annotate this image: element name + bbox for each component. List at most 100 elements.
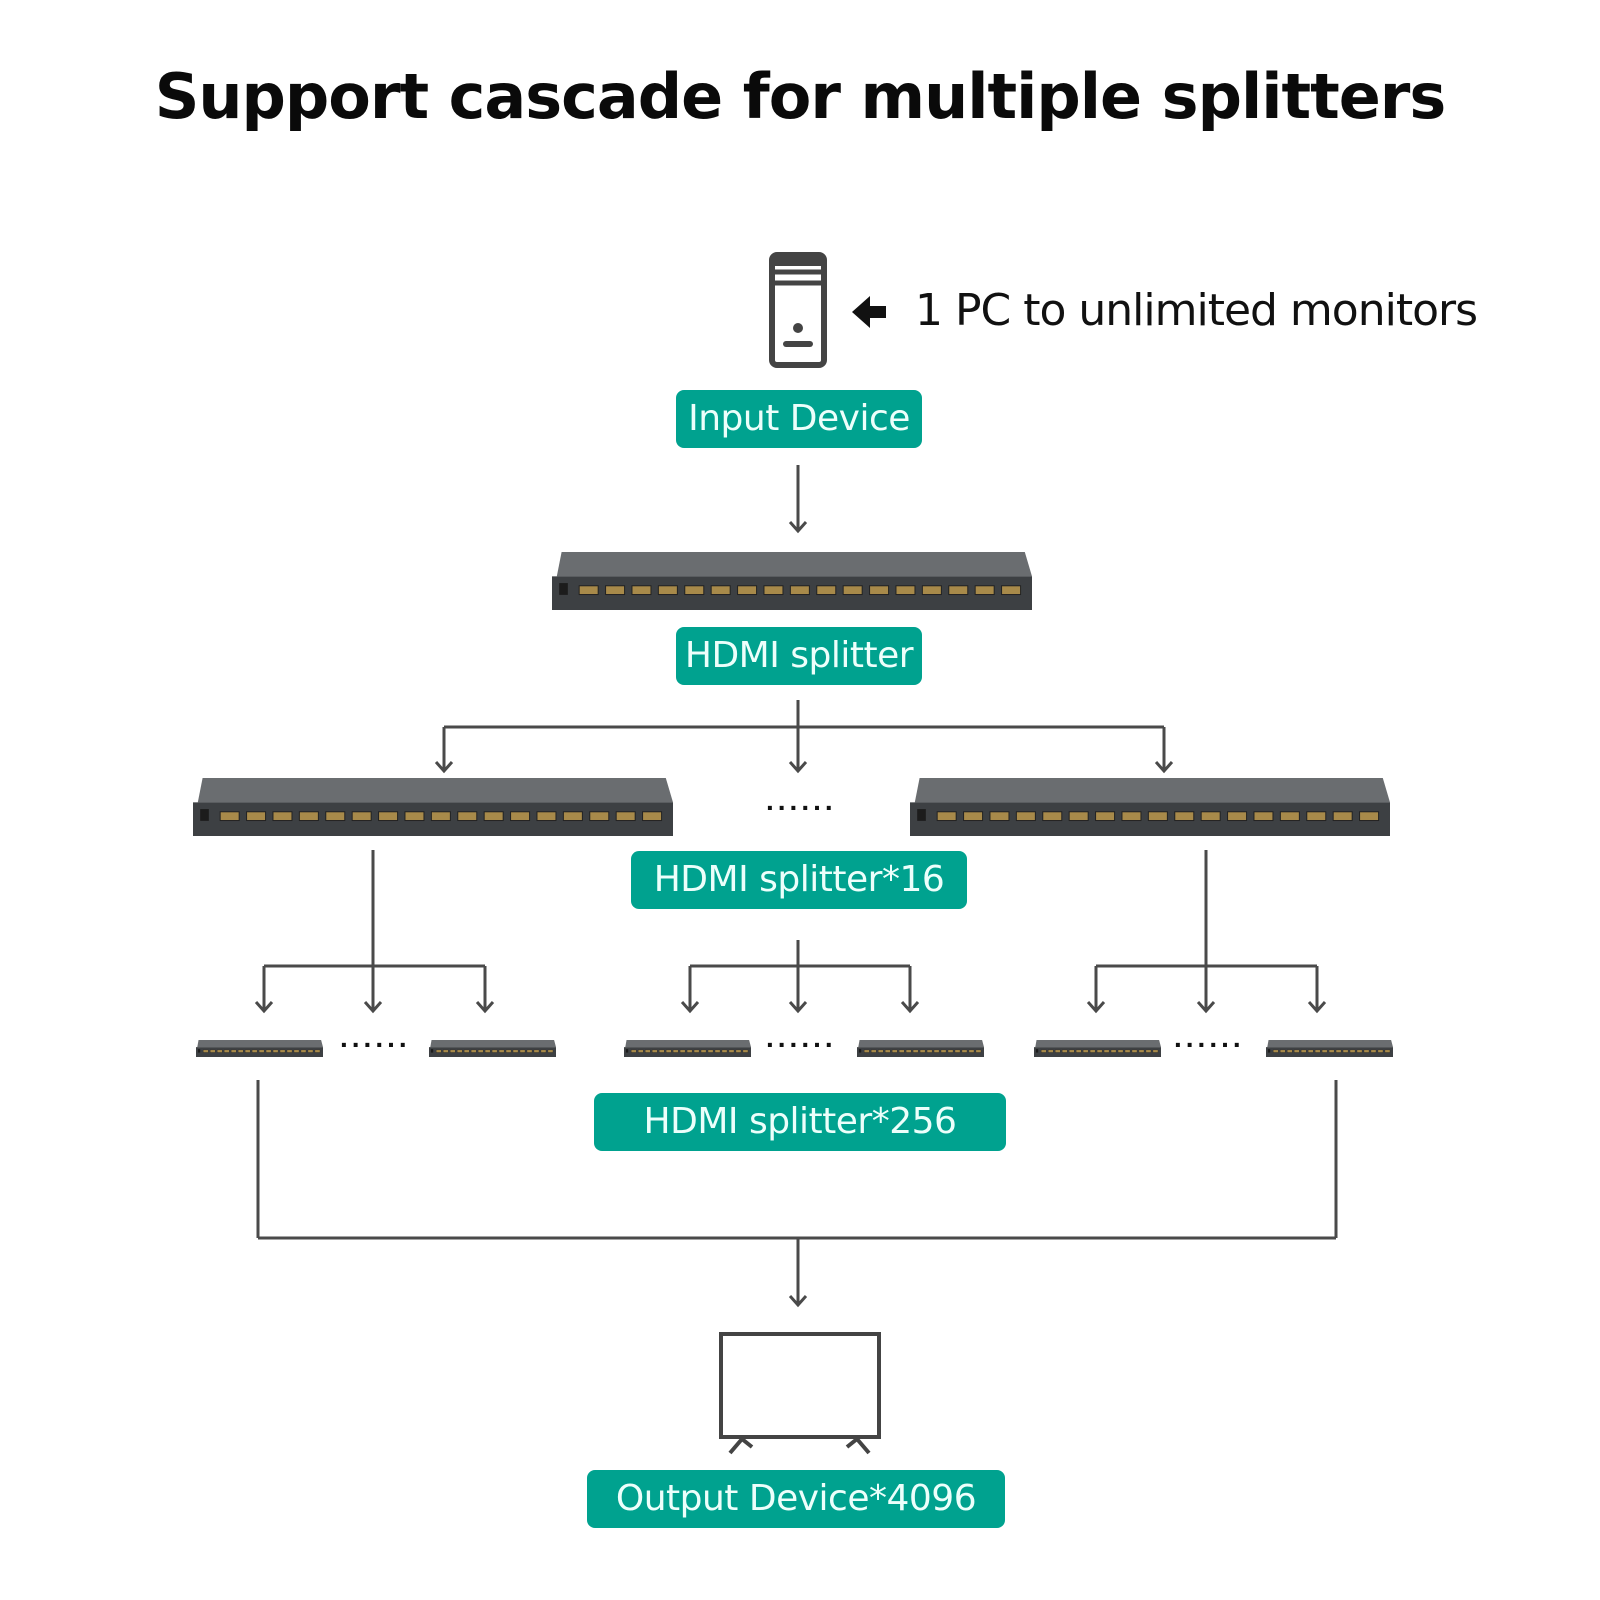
- hdmi-out-port: [483, 811, 504, 822]
- hdmi-out-port: [948, 585, 969, 596]
- hdmi-out-port: [1356, 1049, 1363, 1053]
- splitter-level3-c: [624, 1040, 751, 1057]
- hdmi-out-port: [1124, 1049, 1131, 1053]
- hdmi-out-port: [763, 585, 784, 596]
- hdmi-out-port: [457, 811, 478, 822]
- hdmi-in-port: [1359, 811, 1380, 822]
- dc-power-port: [625, 1049, 629, 1053]
- hdmi-in-port: [1152, 1049, 1159, 1053]
- ellipsis-l3-left: ......: [340, 1022, 411, 1053]
- hdmi-out-port: [1174, 811, 1195, 822]
- hdmi-out-port: [526, 1049, 533, 1053]
- input-device-badge: Input Device: [676, 390, 922, 448]
- hdmi-out-port: [714, 1049, 721, 1053]
- splitter-level3-f: [1266, 1040, 1393, 1057]
- arrow-16-to-256-right: [1086, 850, 1327, 1014]
- hdmi-out-port: [1147, 811, 1168, 822]
- hdmi-out-port: [968, 1049, 975, 1053]
- hdmi-out-port: [871, 1049, 877, 1053]
- hdmi-out-port: [1041, 1049, 1047, 1053]
- hdmi-out-port: [589, 811, 610, 822]
- hdmi-out-port: [658, 1049, 665, 1053]
- tv-monitor-icon: [719, 1332, 881, 1455]
- hdmi-out-port: [936, 811, 957, 822]
- hdmi-out-port: [244, 1049, 251, 1053]
- dc-power-port: [430, 1049, 434, 1053]
- hdmi-out-port: [1332, 811, 1353, 822]
- hdmi-out-port: [300, 1049, 307, 1053]
- splitter-top-panel: [197, 1040, 323, 1048]
- ellipsis-l2: ......: [766, 785, 837, 816]
- dc-power-port: [197, 1049, 201, 1053]
- hdmi-out-port: [737, 585, 758, 596]
- arrow-16-to-256-middle: [680, 940, 920, 1014]
- hdmi-out-port: [351, 811, 372, 822]
- hdmi-out-port: [645, 1049, 651, 1053]
- hdmi-out-port: [491, 1049, 498, 1053]
- hdmi-out-port: [1103, 1049, 1110, 1053]
- hdmi-out-port: [905, 1049, 912, 1053]
- dc-power-port: [1267, 1049, 1271, 1053]
- hdmi-out-port: [686, 1049, 693, 1053]
- hdmi-out-port: [1096, 1049, 1103, 1053]
- arrow-256-to-output: [256, 1080, 1338, 1308]
- hdmi-out-port: [1377, 1049, 1384, 1053]
- dc-power-port: [559, 583, 568, 595]
- hdmi-out-port: [230, 1049, 237, 1053]
- hdmi-out-port: [1082, 1049, 1089, 1053]
- dc-power-port: [917, 809, 926, 821]
- hdmi-out-port: [562, 811, 583, 822]
- hdmi-out-port: [947, 1049, 954, 1053]
- hdmi-out-port: [721, 1049, 728, 1053]
- hdmi-out-port: [470, 1049, 477, 1053]
- hdmi-out-port: [631, 585, 652, 596]
- arrow-splitter-to-16: [434, 700, 1174, 774]
- hdmi-out-port: [1328, 1049, 1335, 1053]
- hdmi-out-port: [989, 811, 1010, 822]
- hdmi-out-port: [1061, 1049, 1068, 1053]
- arrow-left-icon: [852, 296, 886, 328]
- arrow-16-to-256-left: [254, 850, 495, 1014]
- hdmi-out-port: [963, 811, 984, 822]
- hdmi-out-port: [615, 811, 636, 822]
- hdmi-out-port: [651, 1049, 658, 1053]
- hdmi-out-port: [533, 1049, 540, 1053]
- hdmi-in-port: [547, 1049, 554, 1053]
- hdmi-out-port: [404, 811, 425, 822]
- hdmi-out-port: [217, 1049, 223, 1053]
- hdmi-out-port: [219, 811, 240, 822]
- page-title: Support cascade for multiple splitters: [154, 60, 1447, 133]
- hdmi-out-port: [1314, 1049, 1321, 1053]
- splitter-top-panel: [430, 1040, 556, 1048]
- hdmi-out-port: [933, 1049, 940, 1053]
- hdmi-out-port: [728, 1049, 735, 1053]
- hdmi-splitter-badge: HDMI splitter: [676, 627, 922, 685]
- hdmi-out-port: [631, 1049, 637, 1053]
- hdmi-out-port: [1280, 1049, 1286, 1053]
- hdmi-out-port: [1055, 1049, 1061, 1053]
- ellipsis-l3-middle: ......: [766, 1022, 837, 1053]
- hdmi-out-port: [679, 1049, 686, 1053]
- hdmi-out-port: [210, 1049, 216, 1053]
- hdmi-out-port: [298, 811, 319, 822]
- hdmi-out-port: [638, 1049, 644, 1053]
- dc-power-port: [858, 1049, 862, 1053]
- ellipsis-l3-right: ......: [1174, 1022, 1245, 1053]
- hdmi-out-port: [1089, 1049, 1096, 1053]
- hdmi-out-port: [1068, 811, 1089, 822]
- hdmi-out-port: [307, 1049, 314, 1053]
- hdmi-out-port: [789, 585, 810, 596]
- hdmi-out-port: [430, 811, 451, 822]
- hdmi-out-port: [450, 1049, 456, 1053]
- splitter-top-panel: [197, 778, 673, 803]
- splitter-top-panel: [625, 1040, 751, 1048]
- splitter-top-panel: [1035, 1040, 1161, 1048]
- hdmi-out-port: [710, 585, 731, 596]
- splitter-level3-d: [857, 1040, 984, 1057]
- hdmi-out-port: [1015, 811, 1036, 822]
- hdmi-splitter-256-badge: HDMI splitter*256: [594, 1093, 1006, 1151]
- hdmi-out-port: [842, 585, 863, 596]
- hdmi-out-port: [272, 1049, 279, 1053]
- hdmi-out-port: [878, 1049, 884, 1053]
- hdmi-out-port: [1321, 1049, 1328, 1053]
